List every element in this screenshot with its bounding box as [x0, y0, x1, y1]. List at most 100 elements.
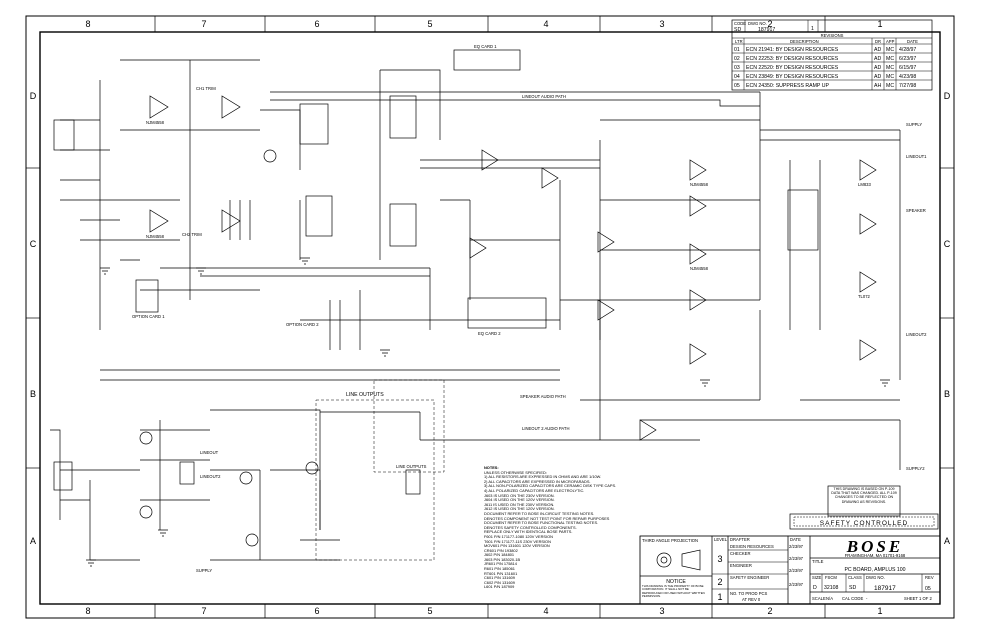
opamp-symbol — [859, 271, 877, 293]
opamp-symbol — [469, 237, 487, 259]
connector-block — [53, 119, 75, 151]
notes-line: DENOTES COMPONENT NOT TEST POINT FOR REP… — [484, 515, 610, 521]
zone-top-3: 3 — [659, 19, 664, 29]
drafter-value: DESIGN RESOURCES — [730, 544, 774, 549]
corner-code-value: SD — [734, 27, 741, 33]
date-label: DATE — [790, 537, 801, 542]
zone-top-6: 6 — [314, 19, 319, 29]
transistor-symbol — [263, 149, 277, 163]
scale-label: SCALE — [812, 596, 826, 601]
date-value: 2/23/97 — [789, 544, 804, 549]
zone-left-D: D — [30, 91, 37, 101]
ic-label: LM833 — [858, 182, 871, 187]
corner-code-label: CODE — [734, 21, 746, 26]
p109-stamp-text: THIS DRAWING IS BASED ON P-109 DATA THAT… — [831, 487, 897, 504]
ground-symbols — [86, 257, 890, 567]
schematic-labels: EQ CARD 1 EQ CARD 2 LINEOUT AUDIO PATH L… — [132, 44, 927, 573]
rev-row-desc: ECN 24350: SUPPRESS RAMP UP — [746, 83, 829, 89]
notes-line: 1) ALL RESISTORS ARE EXPRESSED IN OHMS A… — [484, 474, 602, 480]
connector-header — [467, 297, 547, 329]
level-value: 2 — [717, 577, 722, 587]
zone-left-A: A — [30, 536, 36, 546]
notes-line: J612 IS USED ON THE 120V VERSION. — [484, 506, 555, 512]
ic-label: NJM4558 — [690, 266, 709, 271]
level-value: 1 — [717, 592, 722, 602]
zone-bottom-8: 8 — [85, 606, 90, 616]
opamp-symbol — [541, 167, 559, 189]
bose-logo: BOSE — [846, 537, 903, 556]
shield-outline — [373, 379, 445, 473]
ic-label: NJM4558 — [146, 120, 165, 125]
notes-line: REPLACE ONLY WITH IDENTICAL BOSE PARTS. — [484, 529, 573, 535]
lineout-l-label: LINEOUT — [200, 450, 219, 455]
sheet-label: SHEET 1 OF 2 — [904, 596, 933, 601]
title-block: THIRD ANGLE PROJECTION NOTICE THIS DRAWI… — [639, 535, 941, 605]
notes-line: J603 IS USED ON THE 230V VERSION. — [484, 492, 555, 498]
notes-line: DOCUMENT REFER TO BOSE FUNCTIONAL TESTIN… — [484, 520, 599, 526]
rev-row-dr: AD — [874, 56, 881, 62]
p109-stamp: THIS DRAWING IS BASED ON P-109 DATA THAT… — [827, 485, 901, 517]
notes-line: 3) ALL NON-POLARIZED CAPACITORS ARE CERA… — [484, 483, 617, 489]
zone-top-2: 2 — [767, 19, 772, 29]
notes-line: UNLESS OTHERWISE SPECIFIED: — [484, 469, 547, 475]
rev-row-desc: ECN 22253: BY DESIGN RESOURCES — [746, 56, 839, 62]
zone-ticks — [26, 16, 954, 618]
company-address: FRAMINGHAM, MA 01701-9168 — [845, 553, 906, 558]
corner-dwg-value: 187917 — [758, 27, 775, 33]
eq-card-label: EQ CARD 1 — [474, 44, 497, 49]
notes-part: CR601 P/N 193802 — [484, 547, 518, 553]
dwg-label: DWG NO. — [866, 575, 885, 580]
zone-bottom-2: 2 — [767, 606, 772, 616]
rev-row-ltr: 02 — [734, 56, 740, 62]
level-label: LEVEL — [714, 537, 728, 542]
opamp-symbol — [859, 339, 877, 361]
notes-part: J603 P/N 183020-1B — [484, 556, 521, 562]
notes-part: C602 P/N 131609 — [484, 579, 515, 585]
rev-row-dr: AH — [874, 83, 881, 89]
rev-row-desc: ECN 23849: BY DESIGN RESOURCES — [746, 74, 839, 80]
ic-package — [305, 195, 333, 237]
connector-block — [135, 279, 159, 313]
opamp-symbol — [689, 289, 707, 311]
zone-top-5: 5 — [427, 19, 432, 29]
projection-cone-icon — [681, 549, 701, 571]
lineout-r-label: LINEOUT2 — [200, 474, 221, 479]
opamp-symbol — [221, 209, 241, 233]
zone-bottom-7: 7 — [201, 606, 206, 616]
lineout-audio-path-label: LINEOUT AUDIO PATH — [522, 94, 566, 99]
zone-left-C: C — [30, 239, 37, 249]
zone-top-8: 8 — [85, 19, 90, 29]
opamp-symbol — [149, 95, 169, 119]
transistor-symbol — [305, 461, 319, 475]
zone-top-7: 7 — [201, 19, 206, 29]
notes-part: C601 P/N 131609 — [484, 575, 515, 581]
eq-card-2-label: EQ CARD 2 — [478, 331, 501, 336]
supply2-label: SUPPLY2 — [906, 466, 925, 471]
rev-header-desc: DESCRIPTION — [790, 39, 819, 44]
checker-label: CHECKER — [730, 551, 750, 556]
outer-border — [25, 15, 955, 619]
corner-dwg-label: DWG NO. — [748, 21, 767, 26]
projection-circle-icon — [656, 552, 672, 568]
line-outputs-region — [315, 399, 435, 561]
notes-line: 2) ALL CAPACITORS ARE EXPRESSED IN MICRO… — [484, 478, 591, 484]
zone-bottom-1: 1 — [877, 606, 882, 616]
speaker-out-label: SPEAKER — [906, 208, 926, 213]
option-card-1-label: OPTION CARD 1 — [132, 314, 165, 319]
ic-package — [299, 103, 329, 145]
rev-header-ltr: LTR — [735, 39, 743, 44]
rev-row-date: 6/15/97 — [899, 65, 916, 71]
class-value: SD — [849, 585, 856, 591]
rev-header-date: DATE — [907, 39, 918, 44]
notice-title: NOTICE — [666, 579, 686, 585]
notes-part: MOV601 P/N 131601 120V VERSION — [484, 543, 550, 549]
ic-package — [787, 189, 819, 251]
opamp-symbol — [597, 231, 615, 253]
notes-line: J604 IS USED ON THE 120V VERSION. — [484, 497, 555, 503]
rev-row-dr: AD — [874, 47, 881, 53]
zone-right-B: B — [944, 389, 950, 399]
rev-header-dr: DR — [875, 39, 881, 44]
notes-block: NOTES: UNLESS OTHERWISE SPECIFIED: 1) AL… — [484, 466, 617, 589]
transistor-symbol — [245, 533, 259, 547]
